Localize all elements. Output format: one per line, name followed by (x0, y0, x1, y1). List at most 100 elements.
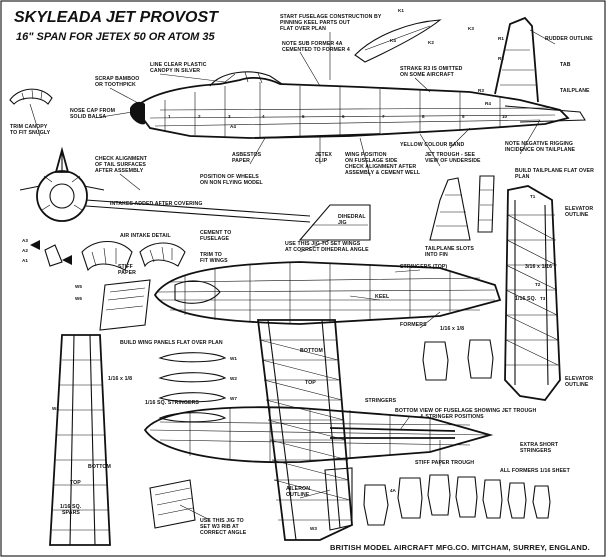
label-position-wheels-2: ON NON FLYING MODEL (200, 180, 264, 186)
plan-title: SKYLEADA JET PROVOST (14, 9, 219, 26)
air-intake-parts (30, 240, 186, 272)
leader-lines (29, 29, 556, 521)
label-tailplane-slots: TAILPLANE SLOTS (425, 246, 474, 252)
strake-part (354, 19, 442, 63)
label-x-third: 1/16 x 1/8 (108, 376, 132, 382)
label-nose-cap: NOSE CAP FROM (70, 108, 115, 114)
label-jetex-2: CLIP (315, 158, 328, 164)
part-code-w6: W6 (75, 296, 82, 301)
label-position-wheels: POSITION OF WHEELS (200, 174, 259, 180)
label-spars: 1/16 SQ. (60, 504, 82, 510)
label-keel: KEEL (375, 294, 390, 300)
label-build-tailplane: BUILD TAILPLANE FLAT OVER (515, 168, 594, 174)
label-stiff-paper: STIFF (118, 264, 133, 270)
part-code-t3: T3 (540, 296, 546, 301)
label-strake: STRAKE R3 IS OMITTED (400, 66, 463, 72)
part-code-5: 5 (302, 114, 305, 119)
part-code-k2: K2 (428, 40, 434, 45)
fuselage-bottom-view (143, 406, 494, 464)
label-build-tailplane-2: PLAN (515, 174, 530, 180)
label-note-sub-former-2: CEMENTED TO FORMER 4 (282, 47, 350, 53)
label-aileron-outline: AILERON (286, 486, 310, 492)
label-use-jig-w3-3: CORRECT ANGLE (200, 530, 247, 536)
label-dihedral-jig: DIHEDRAL (338, 214, 366, 220)
label-use-jig: USE THIS JIG TO SET WINGS (285, 241, 361, 247)
label-nose-cap-2: SOLID BALSA (70, 114, 106, 120)
part-code-4: 4 (262, 114, 265, 119)
fuselage-side-view (130, 16, 586, 139)
part-code-2: 2 (198, 114, 201, 119)
label-use-jig-2: AT CORRECT DIHEDRAL ANGLE (285, 247, 369, 253)
fuselage-formers (363, 339, 551, 526)
label-jet-trough-2: VIEW OF UNDERSIDE (425, 158, 481, 164)
label-trim-to-fit-2: FIT WINGS (200, 258, 228, 264)
label-jet-trough: JET TROUGH - SEE (425, 152, 475, 158)
label-top-left: TOP (70, 480, 81, 486)
label-wing-position-2: ON FUSELAGE SIDE (345, 158, 398, 164)
label-asbestos: ASBESTOS (232, 152, 262, 158)
label-extra-short: EXTRA SHORT (520, 442, 559, 448)
part-code-6: 6 (342, 114, 345, 119)
w3-rib-jig (149, 479, 196, 529)
label-wing-position: WING POSITION (345, 152, 387, 158)
label-check-alignment-2: OF TAIL SURFACES (95, 162, 146, 168)
part-code-7: 7 (382, 114, 385, 119)
fuselage-top-view (153, 261, 502, 325)
label-use-jig-w3: USE THIS JIG TO (200, 518, 244, 524)
label-stringers: STRINGERS (365, 398, 397, 404)
label-tab: TAB (560, 62, 571, 68)
label-formers: FORMERS (400, 322, 427, 328)
label-wing-position-4: ASSEMBLY & CEMENT WELL (345, 170, 421, 176)
label-jetex: JETEX (315, 152, 332, 158)
label-start-fuselage-2: PINNING KEEL PARTS OUT (280, 20, 351, 26)
label-cement-fuselage: CEMENT TO (200, 230, 231, 236)
part-code-w7: W7 (230, 396, 237, 401)
label-asbestos-2: PAPER (232, 158, 250, 164)
label-trim-to-fit: TRIM TO (200, 252, 222, 258)
label-note-sub-former: NOTE SUB FORMER 4A (282, 41, 343, 47)
label-stiff-paper-trough: STIFF PAPER TROUGH (415, 460, 474, 466)
label-yellow-band: YELLOW COLOUR BAND (400, 142, 464, 148)
label-build-wing-panels: BUILD WING PANELS FLAT OVER PLAN (120, 340, 223, 346)
label-air-intake: AIR INTAKE DETAIL (120, 233, 172, 239)
part-code-r1: R1 (498, 36, 504, 41)
part-code-w5: W5 (75, 284, 82, 289)
label-sq-stringers: 1/16 SQ. STRINGERS (145, 400, 199, 406)
label-aileron-outline-2: OUTLINE (286, 492, 310, 498)
part-code-w2: W2 (230, 376, 237, 381)
part-code-r4: R4 (485, 101, 491, 106)
part-code-a3: A3 (22, 238, 28, 243)
front-view (19, 146, 311, 223)
label-wing-position-3: CHECK ALIGNMENT AFTER (345, 164, 416, 170)
part-code-w1: W1 (230, 356, 237, 361)
label-x-third-formers: 1/16 x 1/8 (440, 326, 464, 332)
label-extra-short-2: STRINGERS (520, 448, 552, 454)
label-bottom-view-2: & STRINGER POSITIONS (420, 414, 484, 420)
label-line-canopy: LINE CLEAR PLASTIC (150, 62, 207, 68)
part-code-w3: W3 (310, 526, 317, 531)
label-elevator-outline: ELEVATOR (565, 206, 593, 212)
part-code-t1: T1 (530, 194, 536, 199)
dihedral-jig (298, 204, 371, 241)
label-sq-16: 1/16 SQ. (515, 296, 537, 302)
tailplane-plan (504, 185, 561, 401)
label-check-alignment: CHECK ALIGNMENT (95, 156, 148, 162)
label-note-negative: NOTE NEGATIVE RIGGING (505, 141, 573, 147)
plan-labels: START FUSELAGE CONSTRUCTION BY PINNING K… (10, 8, 594, 536)
plan-subtitle: 16" SPAN FOR JETEX 50 OR ATOM 35 (16, 31, 215, 43)
label-dihedral-jig-2: JIG (338, 220, 347, 226)
label-start-fuselage: START FUSELAGE CONSTRUCTION BY (280, 14, 382, 20)
label-stiff-paper-2: PAPER (118, 270, 136, 276)
label-scrap-bamboo-2: OR TOOTHPICK (95, 82, 136, 88)
label-note-negative-2: INCIDENCE ON TAILPLANE (505, 147, 576, 153)
label-cement-fuselage-2: FUSELAGE (200, 236, 229, 242)
label-tailplane: TAILPLANE (560, 88, 590, 94)
label-trim-canopy: TRIM CANOPY (10, 124, 48, 130)
label-use-jig-w3-2: SET W3 RIB AT (200, 524, 239, 530)
part-code-a1: A1 (22, 258, 28, 263)
part-code-k3: K3 (468, 26, 474, 31)
part-code-a2: A2 (22, 248, 28, 253)
plan-footer: BRITISH MODEL AIRCRAFT MFG.CO. MITCHAM, … (330, 543, 590, 552)
